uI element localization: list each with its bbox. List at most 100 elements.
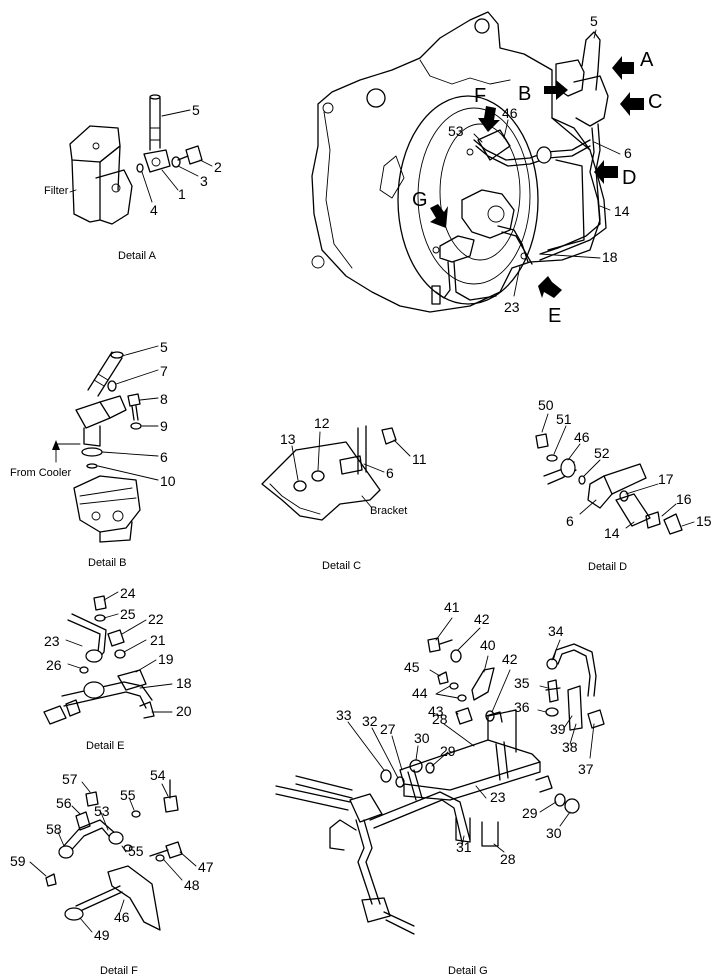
filter-label: Filter <box>44 185 69 197</box>
detail-b-drawing <box>52 345 159 543</box>
callout-14: 14 <box>604 525 620 541</box>
callout-22: 22 <box>148 611 164 627</box>
arrow-b-icon <box>544 80 568 100</box>
arrow-e-icon <box>538 276 562 298</box>
detail-c-drawing <box>261 425 411 521</box>
arrow-label-c: C <box>648 91 663 113</box>
arrow-label-a: A <box>640 49 654 71</box>
callout-35: 35 <box>514 675 530 691</box>
callout-28: 28 <box>432 711 448 727</box>
callout-20: 20 <box>176 703 192 719</box>
arrow-label-d: D <box>622 167 637 189</box>
callout-38: 38 <box>562 739 578 755</box>
callout-39: 39 <box>550 721 566 737</box>
callout-31: 31 <box>456 839 472 855</box>
detail-d-drawing <box>535 413 695 535</box>
callout-33: 33 <box>336 707 352 723</box>
main-leaders <box>473 29 621 297</box>
callout-43: 43 <box>428 703 444 719</box>
callout-23: 23 <box>504 299 520 315</box>
callout-28: 28 <box>500 851 516 867</box>
arrow-f-icon <box>478 106 500 132</box>
callout-57: 57 <box>62 771 78 787</box>
callout-46: 46 <box>574 429 590 445</box>
arrow-label-g: G <box>412 189 428 211</box>
callout-30: 30 <box>546 825 562 841</box>
callout-30: 30 <box>414 730 430 746</box>
detail-e-drawing <box>43 591 173 725</box>
callout-42: 42 <box>474 611 490 627</box>
callout-44: 44 <box>412 685 428 701</box>
callout-6: 6 <box>566 513 574 529</box>
arrow-label-b: B <box>518 83 532 105</box>
detail-d-caption: Detail D <box>588 561 628 573</box>
arrow-d-icon <box>594 160 618 184</box>
callout-41: 41 <box>444 599 460 615</box>
callout-7: 7 <box>160 363 168 379</box>
callout-5: 5 <box>590 13 598 29</box>
callout-56: 56 <box>56 795 72 811</box>
callout-14: 14 <box>614 203 630 219</box>
detail-c-caption: Detail C <box>322 560 362 572</box>
callout-1: 1 <box>178 186 186 202</box>
callout-45: 45 <box>404 659 420 675</box>
callout-10: 10 <box>160 473 176 489</box>
callout-4: 4 <box>150 202 158 218</box>
arrow-label-f: F <box>474 85 487 107</box>
bracket-label: Bracket <box>370 505 408 517</box>
callout-36: 36 <box>514 699 530 715</box>
arrow-label-e: E <box>548 305 562 327</box>
callout-54: 54 <box>150 767 166 783</box>
callout-24: 24 <box>120 585 136 601</box>
detail-f-drawing <box>29 779 197 933</box>
detail-a-caption: Detail A <box>118 250 156 262</box>
callout-47: 47 <box>198 859 214 875</box>
callout-6: 6 <box>160 449 168 465</box>
from-cooler-label: From Cooler <box>10 467 72 479</box>
callout-55: 55 <box>128 843 144 859</box>
callout-46: 46 <box>502 105 518 121</box>
callout-42: 42 <box>502 651 518 667</box>
arrow-a-icon <box>612 56 634 80</box>
callout-49: 49 <box>94 927 110 943</box>
detail-g-drawing <box>275 617 605 935</box>
arrow-g-icon <box>430 204 448 228</box>
callout-18: 18 <box>176 675 192 691</box>
callout-51: 51 <box>556 411 572 427</box>
callout-46: 46 <box>114 909 130 925</box>
callout-17: 17 <box>658 471 674 487</box>
callout-40: 40 <box>480 637 496 653</box>
detail-g-caption: Detail G <box>448 965 488 977</box>
callout-23: 23 <box>44 633 60 649</box>
callout-6: 6 <box>386 465 394 481</box>
callout-29: 29 <box>440 743 456 759</box>
callout-21: 21 <box>150 632 166 648</box>
callout-50: 50 <box>538 397 554 413</box>
view-arrows <box>430 56 644 298</box>
callout-3: 3 <box>200 173 208 189</box>
callout-15: 15 <box>696 513 712 529</box>
callout-55: 55 <box>120 787 136 803</box>
callout-48: 48 <box>184 877 200 893</box>
callout-59: 59 <box>10 853 26 869</box>
detail-b-caption: Detail B <box>88 557 127 569</box>
callout-13: 13 <box>280 431 296 447</box>
callout-27: 27 <box>380 721 396 737</box>
callout-2: 2 <box>214 159 222 175</box>
callout-19: 19 <box>158 651 174 667</box>
callout-11: 11 <box>412 451 427 467</box>
callout-8: 8 <box>160 391 168 407</box>
callout-34: 34 <box>548 623 564 639</box>
transmission-assembly-drawing <box>311 11 609 313</box>
callout-52: 52 <box>594 445 610 461</box>
callout-5: 5 <box>192 102 200 118</box>
callout-32: 32 <box>362 713 378 729</box>
callout-25: 25 <box>120 606 136 622</box>
callout-9: 9 <box>160 418 168 434</box>
callout-53: 53 <box>94 803 110 819</box>
detail-f-caption: Detail F <box>100 965 138 977</box>
callout-37: 37 <box>578 761 594 777</box>
callout-18: 18 <box>602 249 618 265</box>
